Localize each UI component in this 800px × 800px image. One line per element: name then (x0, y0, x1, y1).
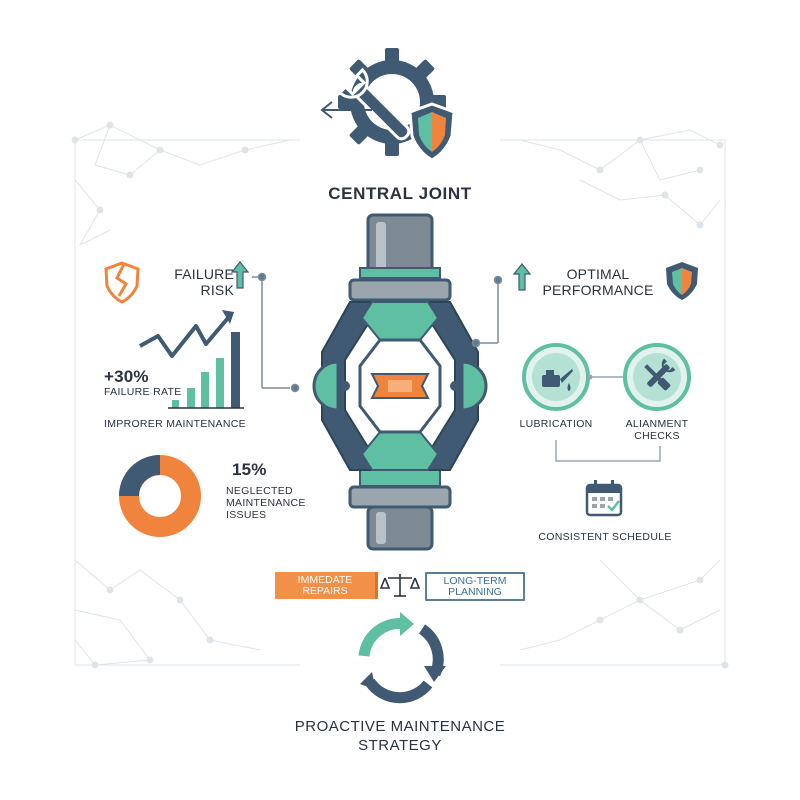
footer-title: PROACTIVE MAINTENANCE STRATEGY (294, 718, 506, 754)
left-connector-lines (252, 272, 300, 393)
gear-wrench-shield-icon (320, 48, 456, 162)
chart-bar (201, 372, 209, 408)
calendar-icon (585, 480, 623, 517)
long-term-planning-chip: LONG-TERM PLANNING (425, 572, 525, 601)
alignment-checks-label: ALIANMENT CHECKS (625, 418, 689, 442)
page-title: CENTRAL JOINT (328, 184, 472, 203)
improper-maintenance-caption: IMPRORER MAINTENANCE (104, 418, 246, 430)
screwdriver-icon (644, 364, 671, 391)
broken-shield-icon (104, 261, 140, 304)
up-arrow-icon (230, 261, 250, 289)
trend-arrowhead (222, 310, 234, 324)
central-joint-illustration (312, 213, 488, 551)
trend-line (139, 316, 230, 358)
right-connector-lines (471, 275, 503, 348)
failure-rate-value: +30% (104, 367, 149, 386)
network-background (71, 121, 729, 669)
neglected-value: 15% (232, 460, 267, 479)
oil-can-icon (542, 369, 573, 391)
donut-segment-neglected (119, 455, 161, 497)
up-arrow-icon (512, 263, 532, 291)
alignment-icon-group (623, 343, 691, 411)
chart-bar (172, 400, 179, 408)
consistent-schedule-label: CONSISTENT SCHEDULE (538, 531, 672, 543)
chart-bar (231, 332, 240, 408)
lubrication-icon-group (522, 343, 590, 411)
shield-icon (666, 262, 698, 300)
neglect-donut (119, 455, 201, 537)
balance-scale-icon (379, 574, 421, 597)
lubrication-label: LUBRICATION (519, 418, 593, 430)
optimal-performance-label: OPTIMAL PERFORMANCE (542, 266, 654, 298)
failure-risk-label: FAILURE RISK (174, 266, 234, 298)
schedule-bracket (555, 440, 661, 462)
neglected-label: NEGLECTED MAINTENANCE ISSUES (226, 485, 306, 521)
failure-rate-chart (139, 310, 244, 409)
immediate-repairs-chip: IMMEDATE REPAIRS (275, 572, 378, 599)
chart-bar (216, 358, 224, 408)
chart-bar (187, 388, 195, 408)
failure-rate-label: FAILURE RATE (104, 386, 182, 398)
